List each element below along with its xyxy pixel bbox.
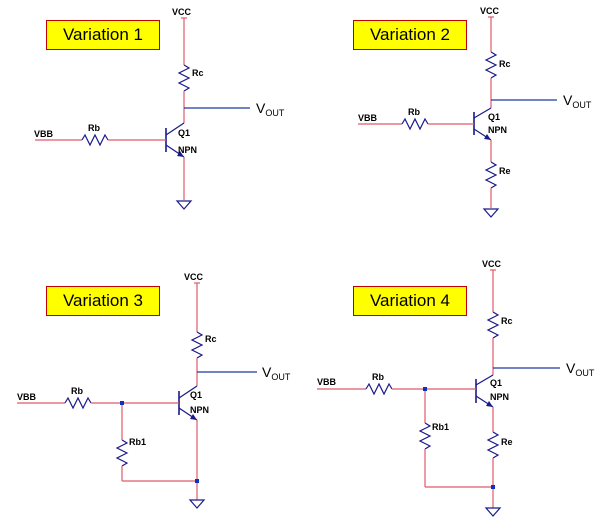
ground-icon	[175, 200, 193, 210]
re-resistor	[486, 431, 500, 459]
ground-icon	[188, 499, 206, 509]
rc-label: Rc	[205, 334, 217, 344]
vbb-label: VBB	[34, 129, 54, 139]
vout-label: VOUT	[256, 100, 285, 118]
rb1-label: Rb1	[432, 422, 449, 432]
rc-label: Rc	[501, 316, 513, 326]
ground-icon	[484, 507, 502, 517]
re-label: Re	[501, 437, 513, 447]
npn-label: NPN	[490, 392, 509, 402]
rc-resistor	[484, 51, 498, 79]
npn-label: NPN	[178, 145, 197, 155]
rc-resistor	[177, 64, 191, 92]
variation-4-circuit: VCC Rc VBB Rb Rb1 Q1 NPN Re VOUT	[317, 259, 595, 517]
vcc-label: VCC	[482, 259, 502, 269]
vbb-label: VBB	[17, 392, 37, 402]
variation-1-circuit: VCC Rc VBB Rb Q1 NPN VOUT	[34, 7, 285, 210]
vout-label: VOUT	[566, 360, 595, 378]
rb-label: Rb	[71, 386, 83, 396]
re-label: Re	[499, 166, 511, 176]
variation-2-title: Variation 2	[353, 20, 467, 50]
npn-label: NPN	[488, 125, 507, 135]
npn-label: NPN	[190, 405, 209, 415]
rb-resistor	[401, 117, 429, 131]
vbb-label: VBB	[317, 377, 337, 387]
rb1-resistor	[418, 422, 432, 450]
junction-node	[120, 401, 124, 405]
re-resistor	[484, 161, 498, 189]
rc-resistor	[486, 311, 500, 339]
junction-node	[195, 479, 199, 483]
rc-resistor	[190, 331, 204, 359]
rb-resistor	[64, 396, 92, 410]
junction-node	[491, 485, 495, 489]
rc-label: Rc	[192, 68, 204, 78]
junction-node	[423, 387, 427, 391]
variation-3-circuit: VCC Rc VBB Rb Rb1 Q1 NPN VOUT	[17, 272, 291, 509]
ground-icon	[482, 208, 500, 218]
variation-3-title: Variation 3	[46, 286, 160, 316]
rb-label: Rb	[408, 107, 420, 117]
vout-label: VOUT	[262, 364, 291, 382]
vcc-label: VCC	[480, 6, 500, 16]
q1-label: Q1	[488, 112, 500, 122]
q1-label: Q1	[178, 128, 190, 138]
rb1-label: Rb1	[129, 437, 146, 447]
vout-label: VOUT	[563, 92, 592, 110]
variation-2-circuit: VCC Rc VBB Rb Q1 NPN Re VOUT	[358, 6, 592, 218]
q1-label: Q1	[490, 378, 502, 388]
q1-label: Q1	[190, 390, 202, 400]
vcc-label: VCC	[172, 7, 192, 17]
vcc-label: VCC	[184, 272, 204, 282]
vbb-label: VBB	[358, 113, 378, 123]
rb1-resistor	[115, 439, 129, 467]
rc-label: Rc	[499, 59, 511, 69]
rb-label: Rb	[372, 372, 384, 382]
rb-resistor	[81, 133, 109, 147]
variation-1-title: Variation 1	[46, 20, 160, 50]
variation-4-title: Variation 4	[353, 286, 467, 316]
rb-resistor	[365, 382, 393, 396]
rb-label: Rb	[88, 123, 100, 133]
